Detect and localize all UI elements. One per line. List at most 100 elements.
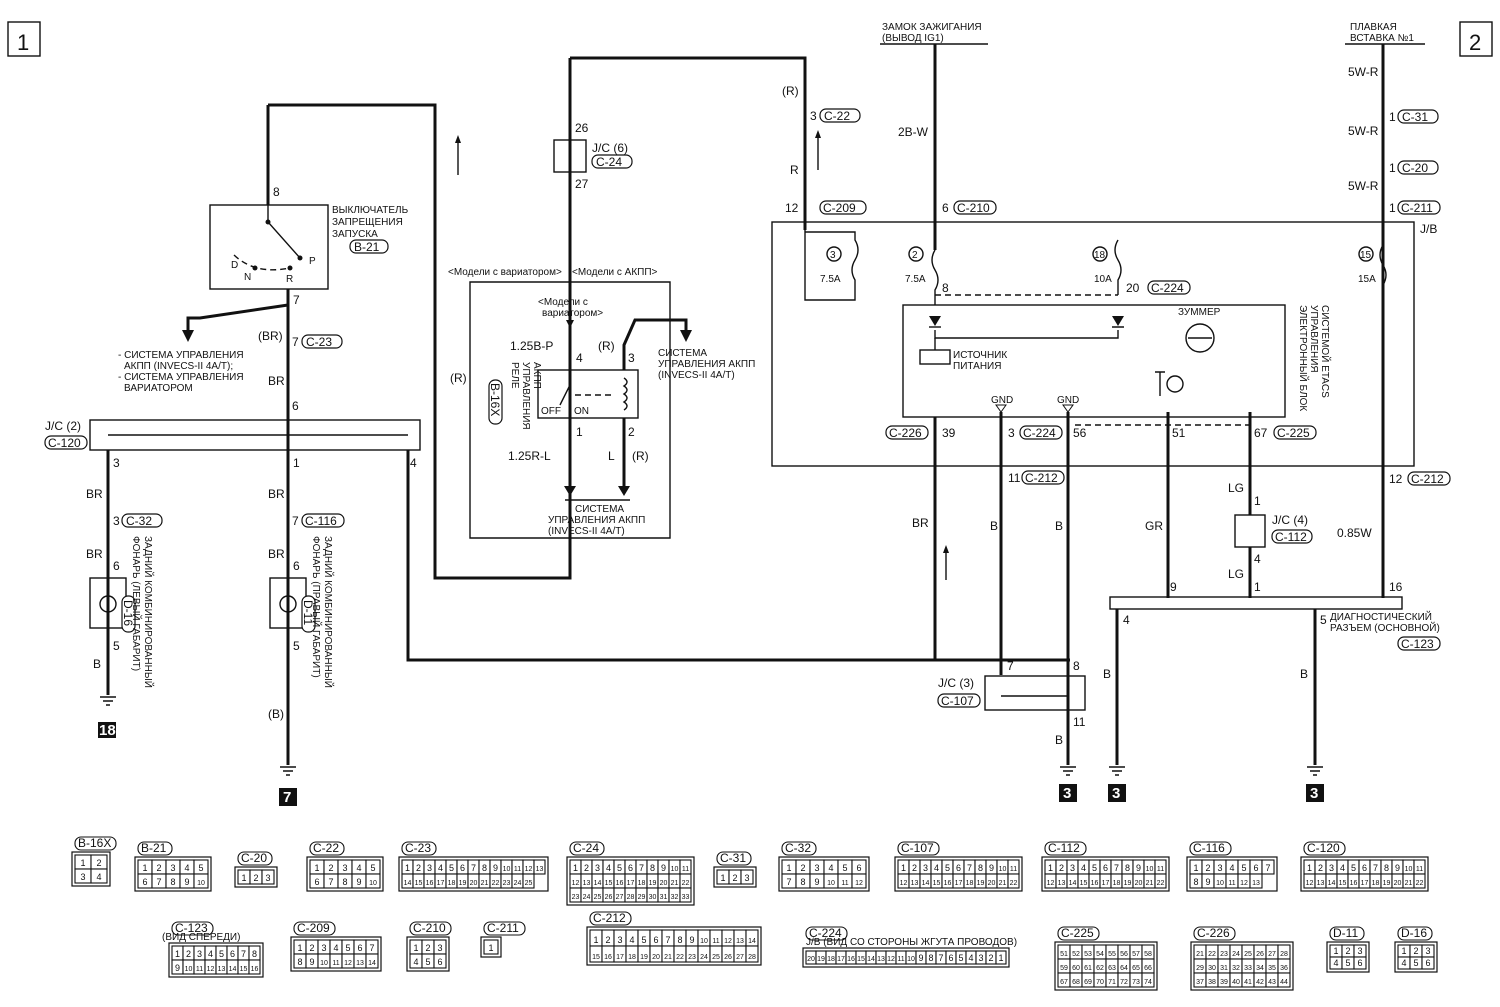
jc3-label: J/C (3) <box>938 676 974 690</box>
connector-cell-label: 5 <box>1413 958 1418 968</box>
wire-label-b-5: B <box>1300 667 1308 681</box>
wire-label-br-5: BR <box>268 547 285 561</box>
connector-cell-label: 3 <box>170 863 175 873</box>
connector-cell-label: 62 <box>1096 965 1104 972</box>
etacs-pin-51: 51 <box>1172 426 1186 440</box>
diag-title-1: ДИАГНОСТИЧЕСКИЙ <box>1330 610 1432 623</box>
connector-cell-label: 3 <box>321 943 326 953</box>
flow-arrow-3-head <box>943 545 949 553</box>
connector-cell-label: 15 <box>592 954 600 961</box>
jc3-box <box>984 675 1086 711</box>
c116-pin: 7 <box>292 514 299 528</box>
wire-label-lg-1: LG <box>1228 481 1244 495</box>
svg-text:C-24: C-24 <box>596 155 622 169</box>
connector-cell-label: 2 <box>584 863 589 873</box>
connector-cell-label: 12 <box>724 938 732 945</box>
wire-label-b-3: B <box>1055 519 1063 533</box>
connector-cell-label: 13 <box>583 880 591 887</box>
jc2-box <box>89 419 421 451</box>
connector-cell-label: 11 <box>841 880 848 887</box>
connector-cell-label: 28 <box>627 894 635 901</box>
jc6-pin-26: 26 <box>575 121 589 135</box>
connector-cell-label: 8 <box>1193 877 1198 887</box>
wire-branch-systems <box>186 303 289 330</box>
connector-cell-label: 1 <box>314 863 319 873</box>
c224a-pin: 20 <box>1126 281 1140 295</box>
connector-cell-label: 42 <box>1256 979 1264 986</box>
switch-title-1: ВЫКЛЮЧАТЕЛЬ <box>332 205 409 216</box>
connector-cell-label: 68 <box>1072 979 1080 986</box>
left-system-4: ВАРИАТОРОМ <box>124 383 193 394</box>
connector-cell-label: 14 <box>1069 880 1077 887</box>
connector-view-housing <box>1186 856 1278 892</box>
svg-text:C-23: C-23 <box>306 335 332 349</box>
fuse-3-circle <box>826 246 842 262</box>
etacs-pin-3: 3 <box>1008 426 1015 440</box>
connector-cell-label: 19 <box>977 880 985 887</box>
connector-tag-c20: C-20 <box>1397 160 1439 175</box>
connector-cell-label: 12 <box>525 866 533 873</box>
connector-cell-label: 7 <box>938 953 943 963</box>
switch-pos-d-label: D <box>231 260 238 271</box>
wire-label-br-paren: (BR) <box>258 329 283 343</box>
connector-cell-label: 10 <box>503 866 511 873</box>
connector-cell-label: 21 <box>481 880 489 887</box>
connector-cell-label: 17 <box>437 880 445 887</box>
connector-cell-label: 21 <box>664 954 672 961</box>
connector-cell-label: 14 <box>748 938 756 945</box>
connector-view-housing <box>1041 856 1170 892</box>
gnd-marker-1 <box>995 404 1007 413</box>
connector-view-housing <box>406 936 450 972</box>
connector-cell-label: 11 <box>1416 866 1423 873</box>
connector-tag-c211: C-211 <box>1397 200 1441 215</box>
connector-cell-label: 73 <box>1132 979 1140 986</box>
connector-cell-label: 9 <box>661 863 666 873</box>
jc3-pin-11: 11 <box>1073 715 1086 729</box>
jc3-pin-8: 8 <box>1073 659 1080 673</box>
connector-cell-label: 9 <box>1205 877 1210 887</box>
connector-tag-c225: C-225 <box>1273 425 1317 440</box>
connector-cell-label: 7 <box>1373 863 1378 873</box>
connector-view-name: C-31 <box>720 851 746 865</box>
fuse-3-rating: 7.5A <box>820 274 841 285</box>
connector-cell-label: 21 <box>1146 880 1154 887</box>
connector-view-name: C-212 <box>593 911 626 925</box>
fuse-18-element <box>1114 239 1122 295</box>
connector-view-tag <box>1303 841 1346 856</box>
diag-title-2: РАЗЪЕМ (ОСНОВНОЙ) <box>1330 621 1440 634</box>
connector-cell-label: 4 <box>1340 863 1345 873</box>
svg-text:ФОНАРЬ (ПРАВЫЙ ГАБАРИТ): ФОНАРЬ (ПРАВЫЙ ГАБАРИТ) <box>310 536 323 678</box>
connector-cell-label: 52 <box>1072 951 1080 958</box>
connector-cell-label: 5 <box>945 863 950 873</box>
connector-cell-label: 7 <box>786 877 791 887</box>
svg-text:C-212: C-212 <box>1025 471 1058 485</box>
connector-cell-label: 16 <box>426 880 434 887</box>
connector-cell-label: 5 <box>198 863 203 873</box>
jc4-label: J/C (4) <box>1272 513 1308 527</box>
jc3-pin-7: 7 <box>1007 659 1014 673</box>
connector-cell-label: 31 <box>1220 965 1228 972</box>
connector-cell-label: 6 <box>1425 958 1430 968</box>
connector-cell-label: 59 <box>1060 965 1068 972</box>
connector-cell-label: 1 <box>241 873 246 883</box>
connector-cell-label: 13 <box>736 938 744 945</box>
connector-view-housing <box>134 856 212 892</box>
connector-view-tag <box>293 921 336 936</box>
connector-cell <box>533 859 546 875</box>
wire-label-b-2: B <box>990 519 998 533</box>
relay-input-arrow <box>566 320 574 328</box>
connector-cell-label: 61 <box>1084 965 1092 972</box>
connector-cell-label: 4 <box>333 943 338 953</box>
connector-cell-label: 4 <box>184 863 189 873</box>
jc2-pin-3: 3 <box>113 456 120 470</box>
svg-text:ЭЛЕКТРОННЫЙ БЛОК: ЭЛЕКТРОННЫЙ БЛОК <box>1297 305 1310 411</box>
connector-cell-label: 3 <box>617 935 622 945</box>
connector-cell-label: 6 <box>1253 863 1258 873</box>
fuse-2-circle <box>908 246 924 262</box>
connector-view-housing <box>1394 941 1438 973</box>
connector-cell-label: 58 <box>1144 951 1152 958</box>
connector-cell-label: 1 <box>175 949 180 959</box>
